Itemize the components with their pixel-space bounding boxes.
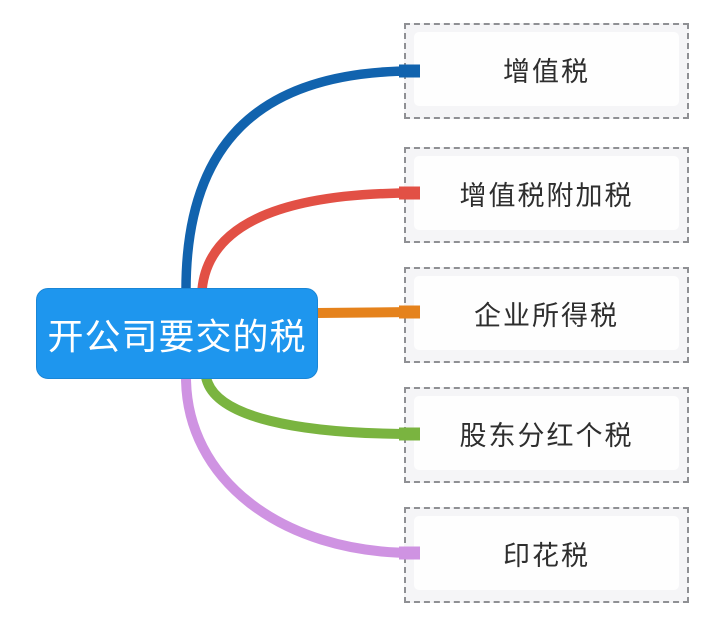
leaf-node-label: 股东分红个税 (459, 420, 634, 451)
leaf-node-label: 企业所得税 (474, 300, 619, 331)
leaf-node-vat[interactable]: 增值税 (404, 23, 689, 119)
branch-connector-stamp (181, 376, 415, 558)
branch-connector-corporate-income (316, 307, 415, 318)
leaf-node-label: 印花税 (503, 540, 590, 571)
leaf-node-dividend[interactable]: 股东分红个税 (404, 387, 689, 483)
leaf-node-card: 企业所得税 (414, 276, 679, 350)
leaf-node-label: 增值税附加税 (459, 180, 634, 211)
branch-connector-dividend (201, 375, 415, 439)
leaf-node-stamp[interactable]: 印花税 (404, 507, 689, 603)
leaf-node-card: 股东分红个税 (414, 396, 679, 470)
leaf-node-corporate-income[interactable]: 企业所得税 (404, 267, 689, 363)
root-node-label: 开公司要交的税 (47, 315, 307, 357)
branch-connector-vat-surcharge (197, 188, 415, 291)
leaf-node-vat-surcharge[interactable]: 增值税附加税 (404, 147, 689, 243)
leaf-node-label: 增值税 (503, 56, 590, 87)
leaf-node-card: 增值税附加税 (414, 156, 679, 230)
branch-connector-vat (181, 66, 415, 291)
leaf-node-card: 增值税 (414, 32, 679, 106)
root-node-taxes[interactable]: 开公司要交的税 (36, 288, 318, 379)
leaf-node-card: 印花税 (414, 516, 679, 590)
